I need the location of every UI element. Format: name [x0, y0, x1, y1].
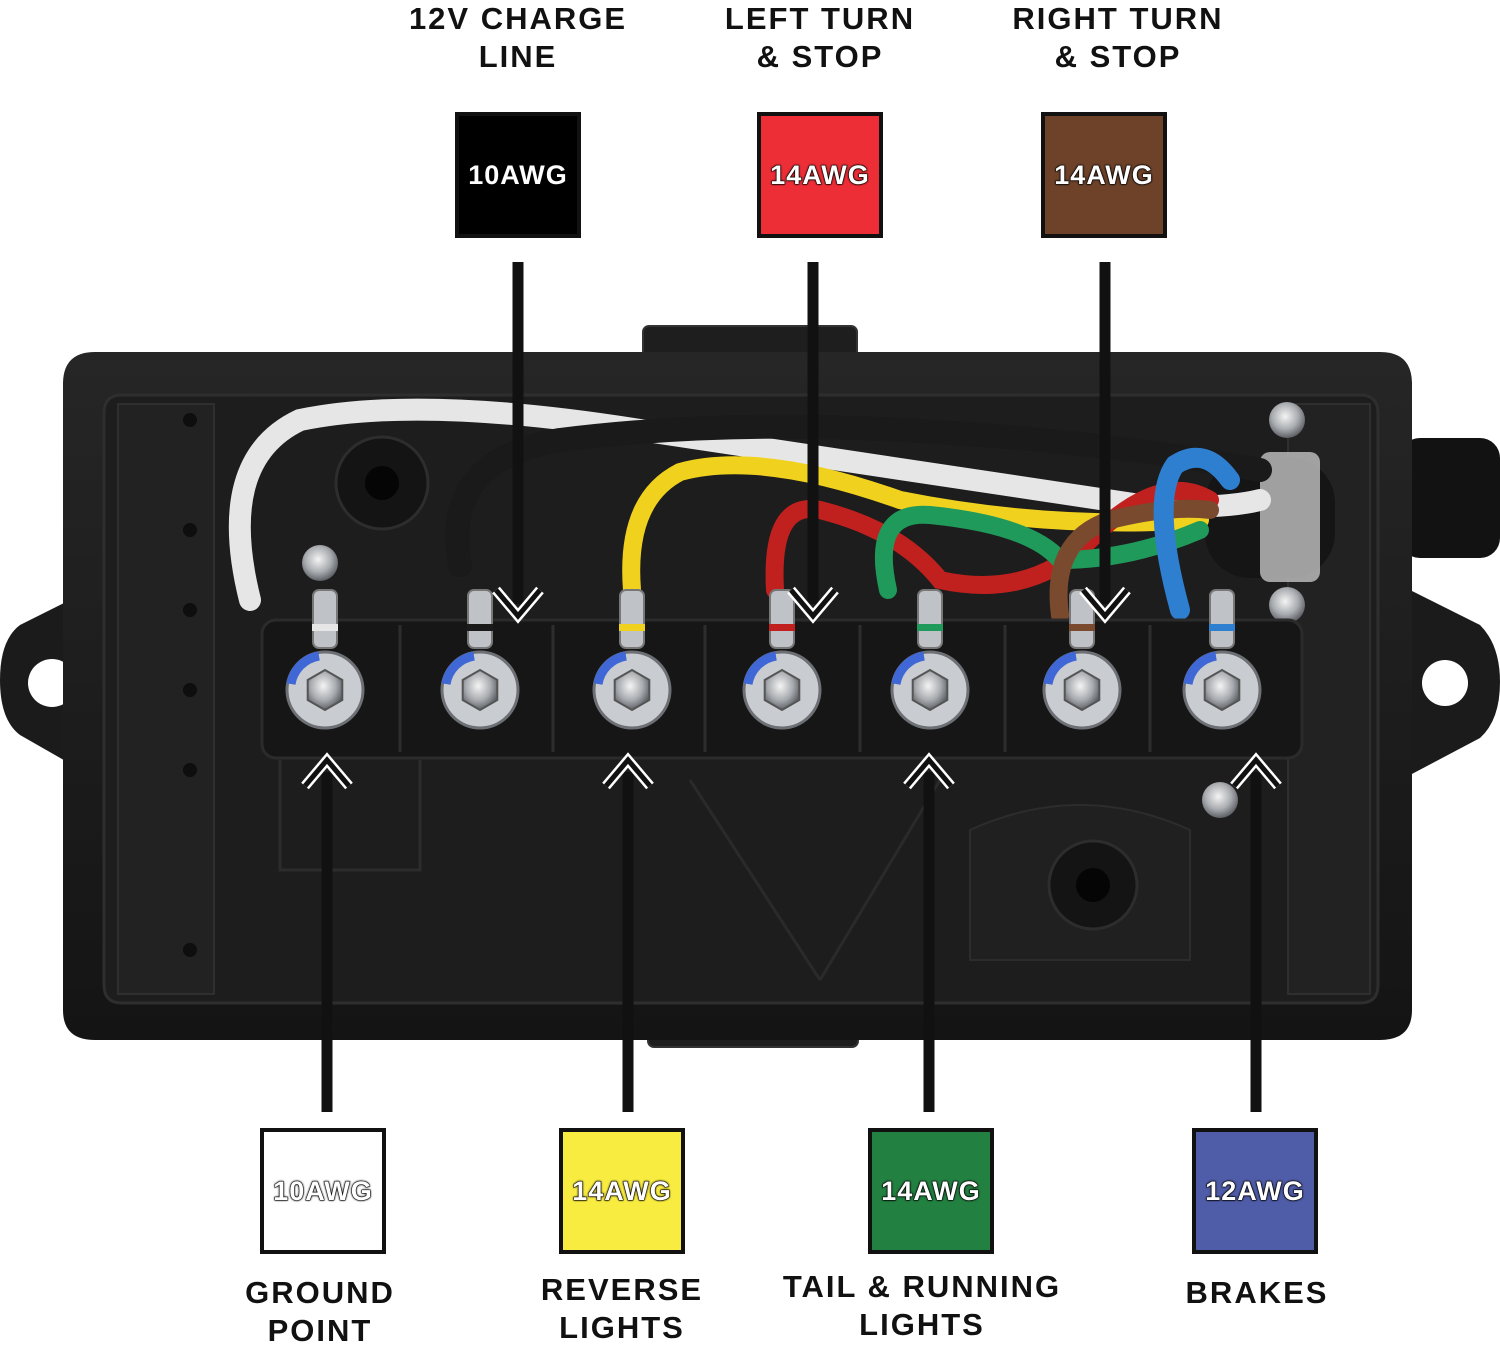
swatch-charge: 10AWG: [455, 112, 581, 238]
terminal-dividers: [398, 625, 1152, 752]
label-left-turn: LEFT TURN & STOP: [670, 0, 970, 76]
label-right-turn-line2: & STOP: [1054, 39, 1182, 74]
arrow-reverse: [602, 752, 654, 1112]
mount-boss-top-hole: [365, 466, 399, 500]
terminal-color-band: [619, 624, 645, 631]
terminal-nut: [461, 668, 499, 712]
swatch-left-turn: 14AWG: [757, 112, 883, 238]
terminal-nut: [1063, 668, 1101, 712]
gauge-tail: 14AWG: [881, 1175, 981, 1206]
terminal-crimp: [1209, 589, 1235, 649]
label-charge-line2: LINE: [478, 39, 558, 74]
label-tail: TAIL & RUNNING LIGHTS: [742, 1268, 1102, 1344]
label-reverse-line1: REVERSE: [540, 1272, 704, 1307]
terminal-crimp: [1069, 589, 1095, 649]
terminals: [285, 589, 1262, 730]
terminal-crimp: [769, 589, 795, 649]
terminal-insulator: [1183, 651, 1217, 685]
wire-green: [874, 505, 1209, 599]
gauge-brakes: 12AWG: [1205, 1175, 1305, 1206]
terminal-crimp: [312, 589, 338, 649]
clamp-strap: [1260, 452, 1320, 582]
label-ground-line1: GROUND: [245, 1275, 395, 1310]
terminal-crimp: [917, 589, 943, 649]
label-charge: 12V CHARGE LINE: [368, 0, 668, 76]
right-mount-hole: [1422, 660, 1468, 706]
terminal-insulator: [743, 651, 777, 685]
label-left-turn-line2: & STOP: [756, 39, 884, 74]
arrow-left-turn: [787, 262, 839, 624]
terminal-color-band: [917, 624, 943, 631]
terminal-nut: [613, 668, 651, 712]
label-brakes-line1: BRAKES: [1185, 1275, 1329, 1310]
left-wall: [117, 403, 215, 995]
terminal-insulator: [286, 651, 320, 685]
arrow-charge: [492, 262, 544, 624]
swatch-tail: 14AWG: [868, 1128, 994, 1254]
terminal-color-band: [769, 624, 795, 631]
label-tail-line2: LIGHTS: [859, 1307, 985, 1342]
label-ground-line2: POINT: [267, 1313, 373, 1348]
label-brakes: BRAKES: [1107, 1274, 1407, 1312]
gauge-reverse: 14AWG: [572, 1175, 672, 1206]
label-right-turn: RIGHT TURN & STOP: [968, 0, 1268, 76]
swatch-right-turn: 14AWG: [1041, 112, 1167, 238]
gauge-ground: 10AWG: [273, 1175, 373, 1206]
arrow-brakes: [1230, 752, 1282, 1112]
label-reverse-line2: LIGHTS: [559, 1310, 685, 1345]
terminal-nut: [911, 668, 949, 712]
main-cable: [1400, 438, 1500, 558]
wire-blue: [1153, 447, 1240, 620]
label-charge-line1: 12V CHARGE: [408, 1, 628, 36]
terminal-insulator: [593, 651, 627, 685]
arrow-right-turn: [1079, 262, 1131, 624]
terminal-insulator: [441, 651, 475, 685]
terminal-color-band: [1209, 624, 1235, 631]
terminal-nut: [1203, 668, 1241, 712]
gauge-charge: 10AWG: [468, 159, 568, 190]
terminal-insulator: [891, 651, 925, 685]
arrow-ground: [301, 752, 353, 1112]
swatch-reverse: 14AWG: [559, 1128, 685, 1254]
label-reverse: REVERSE LIGHTS: [472, 1271, 772, 1347]
left-wall-holes: [183, 413, 197, 957]
gauge-left-turn: 14AWG: [770, 159, 870, 190]
terminal-crimp: [619, 589, 645, 649]
swatch-brakes: 12AWG: [1192, 1128, 1318, 1254]
mold-ridge-left: [278, 760, 422, 872]
wire-red: [765, 482, 1219, 599]
terminal-color-band: [312, 624, 338, 631]
screws: [302, 402, 1305, 818]
label-right-turn-line1: RIGHT TURN: [1012, 1, 1224, 36]
terminal-insulator: [1043, 651, 1077, 685]
terminal-color-band: [1069, 624, 1095, 631]
terminal-nut: [763, 668, 801, 712]
mount-boss-bottom-hole: [1076, 868, 1110, 902]
arrow-tail: [903, 752, 955, 1112]
label-left-turn-line1: LEFT TURN: [724, 1, 916, 36]
terminal-color-band: [467, 624, 493, 631]
terminal-nut: [306, 668, 344, 712]
label-tail-line1: TAIL & RUNNING: [782, 1269, 1062, 1304]
label-ground: GROUND POINT: [170, 1274, 470, 1350]
swatch-ground: 10AWG: [260, 1128, 386, 1254]
gauge-right-turn: 14AWG: [1054, 159, 1154, 190]
mold-ridge-center: [688, 779, 942, 981]
terminal-crimp: [467, 589, 493, 649]
